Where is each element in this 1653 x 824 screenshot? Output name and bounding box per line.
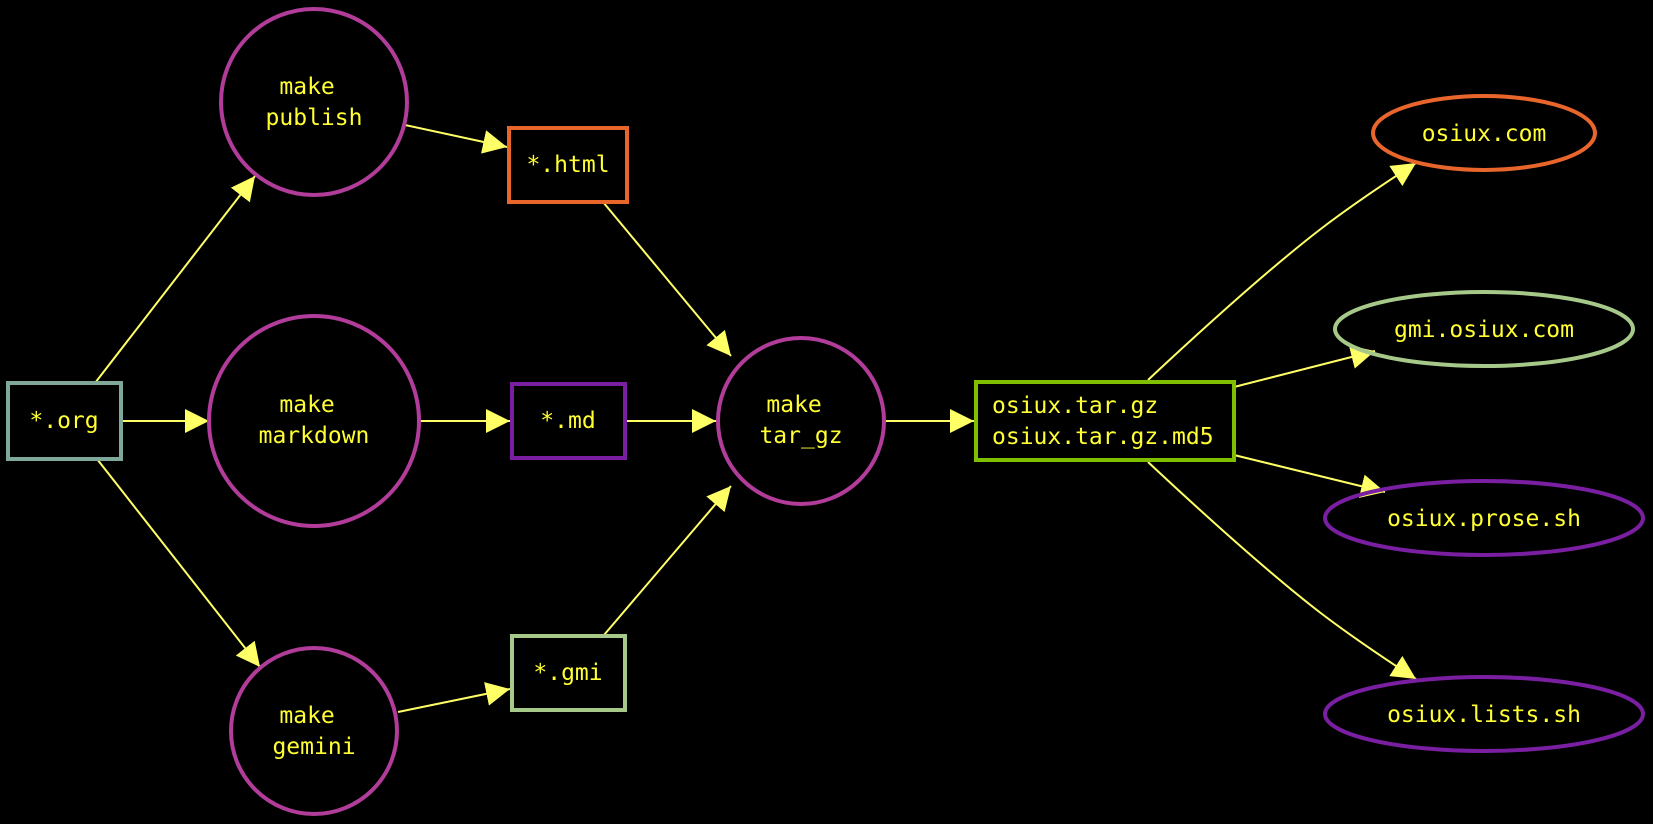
node-gmi-label: *.gmi (533, 660, 602, 686)
node-make-gemini-shape (229, 646, 399, 816)
node-make-markdown-line: make (279, 392, 334, 418)
node-gmi-line: *.gmi (533, 660, 602, 686)
node-gmi-osiux-com: gmi.osiux.com (1333, 290, 1635, 368)
node-osiux-prose-sh-line: osiux.prose.sh (1387, 506, 1581, 532)
node-md-shape (510, 382, 627, 460)
node-md-label: *.md (540, 408, 595, 434)
node-make-gemini-line: gemini (272, 734, 355, 760)
node-make-gemini-line: make (279, 703, 334, 729)
node-osiux-com-line: osiux.com (1422, 121, 1547, 147)
node-make-tar_gz-shape (716, 336, 886, 506)
edge-gmi-to-tar_gz (603, 485, 732, 636)
node-archive-line: osiux.tar.gz.md5 (992, 424, 1214, 450)
node-make-tar_gz-label: make tar_gz (759, 392, 842, 449)
node-osiux-lists-sh-shape (1323, 675, 1645, 753)
node-archive-shape (974, 380, 1236, 462)
edge-archive-to-osiux-com (1147, 162, 1417, 381)
node-make-markdown-shape (207, 314, 421, 528)
node-osiux-lists-sh-label: osiux.lists.sh (1387, 702, 1581, 728)
node-make-gemini: make gemini (229, 646, 399, 816)
node-make-publish-label: make publish (266, 74, 363, 131)
node-html-line: *.html (526, 152, 609, 178)
node-osiux-lists-sh: osiux.lists.sh (1323, 675, 1645, 753)
node-make-tar_gz-line: tar_gz (759, 423, 842, 449)
node-make-publish-line: make (279, 74, 334, 100)
node-md: *.md (510, 382, 627, 460)
node-osiux-lists-sh-line: osiux.lists.sh (1387, 702, 1581, 728)
node-make-gemini-label: make gemini (272, 703, 355, 760)
node-osiux-prose-sh-shape (1323, 479, 1645, 557)
node-org: *.org (6, 381, 123, 461)
node-html: *.html (507, 126, 629, 204)
node-gmi-shape (510, 634, 627, 712)
node-md-line: *.md (540, 408, 595, 434)
node-make-tar_gz: make tar_gz (716, 336, 886, 506)
node-org-line: *.org (29, 408, 98, 434)
node-archive-label: osiux.tar.gz osiux.tar.gz.md5 (992, 393, 1214, 450)
node-gmi-osiux-com-shape (1333, 290, 1635, 368)
node-osiux-com: osiux.com (1371, 94, 1597, 172)
node-osiux-prose-sh: osiux.prose.sh (1323, 479, 1645, 557)
node-archive: osiux.tar.gz osiux.tar.gz.md5 (974, 380, 1236, 462)
edge-html-to-tar_gz (602, 201, 732, 357)
node-make-publish-line: publish (266, 105, 363, 131)
node-make-publish: make publish (219, 7, 409, 197)
node-make-publish-shape (219, 7, 409, 197)
node-make-markdown: make markdown (207, 314, 421, 528)
node-make-markdown-label: make markdown (259, 392, 370, 449)
edge-publish-to-html (404, 124, 508, 154)
node-gmi-osiux-com-label: gmi.osiux.com (1394, 317, 1574, 343)
edge-archive-to-gmi-osiux-com (1233, 345, 1376, 388)
node-html-shape (507, 126, 629, 204)
edge-org-to-gemini (96, 458, 261, 668)
edge-archive-to-osiux-prose-sh (1233, 454, 1386, 498)
node-html-label: *.html (526, 152, 609, 178)
edges (94, 124, 1417, 713)
node-osiux-prose-sh-label: osiux.prose.sh (1387, 506, 1581, 532)
node-archive-line: osiux.tar.gz (992, 393, 1158, 419)
node-gmi-osiux-com-line: gmi.osiux.com (1394, 317, 1574, 343)
node-org-label: *.org (29, 408, 98, 434)
node-make-tar_gz-line: make (766, 392, 821, 418)
node-osiux-com-shape (1371, 94, 1597, 172)
edge-gemini-to-gmi (397, 682, 511, 713)
node-osiux-com-label: osiux.com (1422, 121, 1547, 147)
edge-org-to-publish (94, 175, 256, 384)
edge-archive-to-osiux-lists-sh (1147, 461, 1417, 680)
node-gmi: *.gmi (510, 634, 627, 712)
node-org-shape (6, 381, 123, 461)
node-make-markdown-line: markdown (259, 423, 370, 449)
